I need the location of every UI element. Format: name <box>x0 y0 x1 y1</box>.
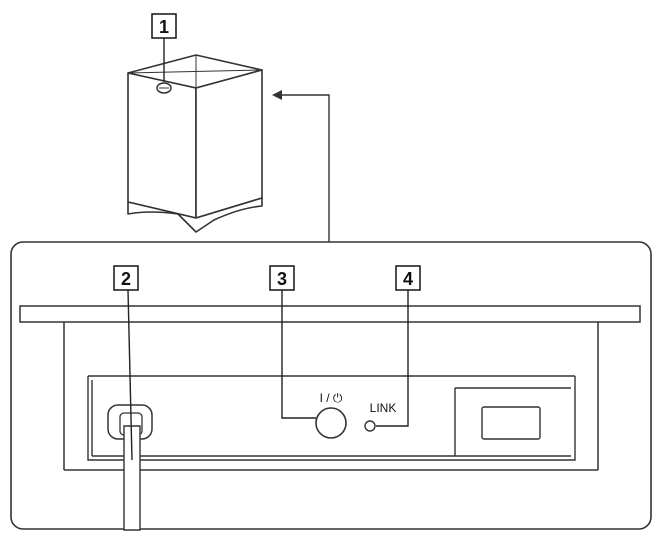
reference-arrow <box>272 90 330 242</box>
callout-3-number: 3 <box>277 269 287 289</box>
control-panel <box>87 375 576 461</box>
subwoofer-right-face <box>195 69 263 219</box>
callout-2-leader <box>127 289 133 461</box>
power-button-label: I / ⏻ <box>320 391 343 405</box>
rear-panel-housing <box>19 305 641 471</box>
link-indicator: LINK <box>364 401 397 432</box>
callout-1-number: 1 <box>159 17 169 37</box>
detail-frame <box>10 241 652 530</box>
rear-slot <box>481 406 541 440</box>
callout-3: 3 <box>269 265 295 291</box>
power-button: I / ⏻ <box>315 391 347 439</box>
link-indicator-label: LINK <box>370 401 397 415</box>
callout-4: 4 <box>395 265 421 291</box>
callout-4-leader <box>376 290 409 427</box>
callout-2-number: 2 <box>121 269 131 289</box>
callout-1: 1 <box>151 13 177 39</box>
callout-2: 2 <box>113 265 139 291</box>
subwoofer-base <box>127 197 263 233</box>
callout-4-number: 4 <box>403 269 413 289</box>
callout-3-leader <box>281 290 316 419</box>
subwoofer-top-indicator <box>156 82 172 94</box>
subwoofer-unit <box>127 54 263 233</box>
subwoofer-left-face <box>127 72 197 219</box>
power-cord <box>123 425 141 531</box>
